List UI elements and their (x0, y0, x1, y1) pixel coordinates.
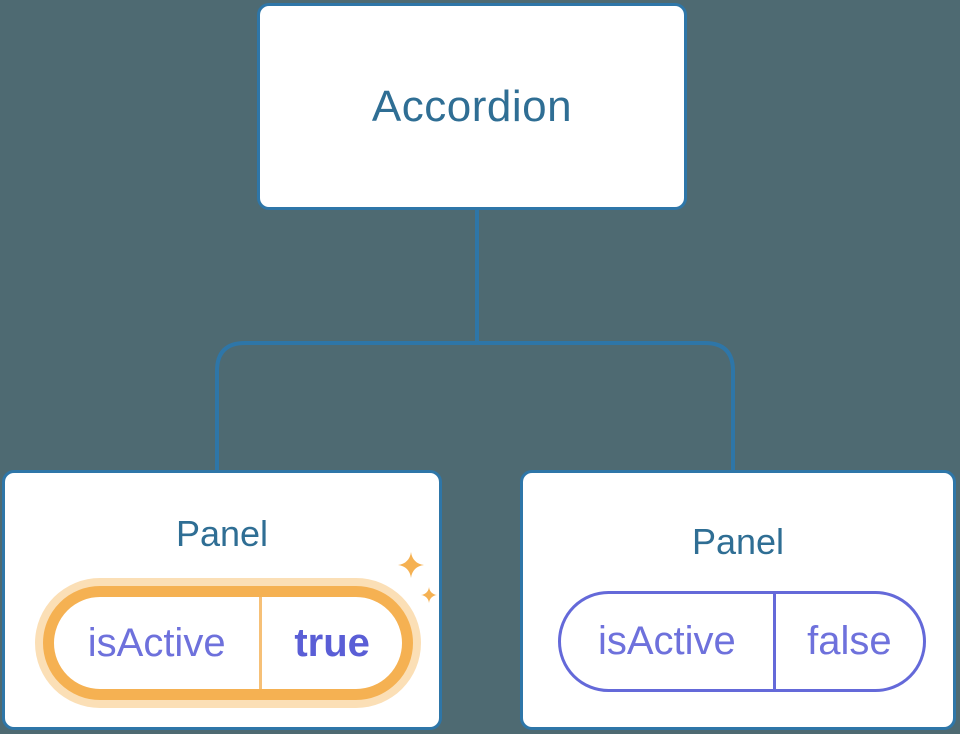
connector-branch (215, 341, 735, 474)
panel-node-inactive: Panel isActive false (520, 470, 956, 730)
sparkle-large (398, 552, 424, 578)
state-prop-name-cell: isActive (54, 597, 263, 689)
state-prop-value-cell: false (776, 594, 923, 689)
accordion-label: Accordion (371, 81, 573, 131)
state-pill-active: isActive true (43, 586, 413, 700)
accordion-node: Accordion (257, 3, 687, 210)
state-prop-value: true (294, 620, 370, 665)
panel-node-active: Panel isActive true (2, 470, 442, 730)
panel-title: Panel (175, 513, 269, 554)
state-prop-name: isActive (87, 620, 226, 665)
state-prop-name: isActive (597, 619, 736, 663)
sparkle-small (421, 587, 438, 604)
state-prop-value: false (807, 619, 892, 663)
state-prop-value-cell: true (262, 597, 402, 689)
state-prop-name-cell: isActive (561, 594, 776, 689)
panel-title: Panel (691, 521, 785, 562)
state-pill-inactive: isActive false (558, 591, 926, 692)
sparkle-icon (398, 552, 438, 604)
state-pill-highlight-glow: isActive true (35, 578, 421, 708)
